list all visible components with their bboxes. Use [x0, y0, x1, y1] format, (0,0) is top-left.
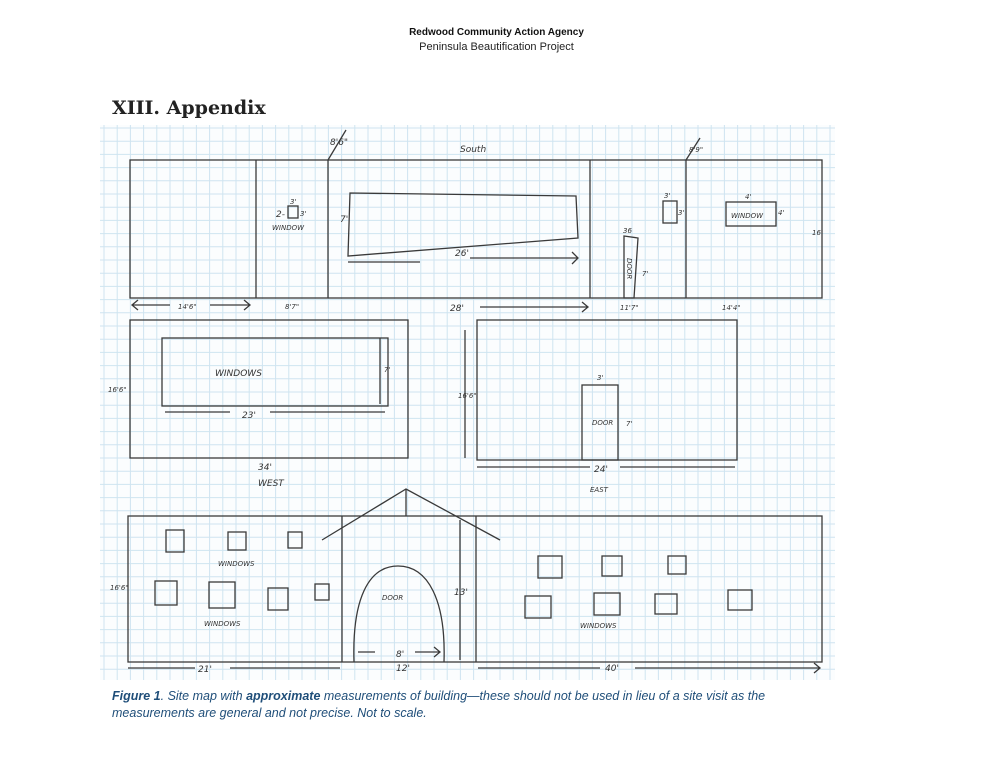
label-window-4h: 4': [778, 209, 784, 217]
north-windows: [154, 529, 753, 619]
label-west-height: 16'6": [108, 386, 127, 394]
label-east-door-w: 3': [597, 374, 603, 382]
label-west-windows: WINDOWS: [215, 369, 262, 379]
header-project: Peninsula Beautification Project: [419, 41, 574, 53]
label-window-h: 3': [300, 210, 306, 218]
north-elevation: 16'6" WINDOWS WINDOWS DOOR 8' 13' WINDOW…: [110, 488, 823, 675]
label-west-window-w: 23': [242, 411, 256, 421]
label-long-window-h: 7': [340, 215, 348, 225]
west-elevation: 16'6" WINDOWS 23' 7' 34' WEST: [108, 319, 409, 489]
label-window-3w: 3': [664, 192, 670, 200]
label-dim-21: 21': [198, 665, 212, 675]
label-north-windows-bottom: WINDOWS: [204, 620, 241, 628]
label-window-3h: 3': [678, 209, 684, 217]
label-west: WEST: [258, 479, 285, 489]
label-west-length: 34': [258, 463, 272, 473]
label-east-height: 16'6": [458, 392, 477, 400]
label-dim-3: 28': [450, 304, 464, 314]
label-south: South: [460, 145, 486, 155]
label-angle-left: 8'6": [330, 138, 348, 148]
label-dim-2: 8'7": [285, 303, 299, 311]
label-north-height: 16'6": [110, 584, 129, 592]
south-elevation: South 8'6" 8'9" 2- 3' 3' WINDOW 7' 26' 3…: [129, 129, 823, 314]
label-north-windows-right: WINDOWS: [580, 622, 617, 630]
caption-text-pre: . Site map with: [160, 689, 247, 703]
east-elevation: 16'6" 3' DOOR 7' 24' EAST: [458, 319, 738, 494]
label-east-door: DOOR: [592, 419, 613, 427]
label-window-right: WINDOW: [731, 212, 764, 220]
label-north-windows-top: WINDOWS: [218, 560, 255, 568]
label-south-height: 16': [812, 229, 823, 237]
label-dim-5: 14'4": [722, 304, 741, 312]
label-north-door-w: 8': [396, 650, 404, 660]
caption-label: Figure 1: [112, 689, 161, 703]
graph-grid: [100, 125, 835, 680]
header-organization: Redwood Community Action Agency: [409, 27, 584, 38]
label-window: WINDOW: [272, 224, 305, 232]
label-window-w: 3': [290, 198, 296, 206]
label-dim-40: 40': [605, 664, 619, 674]
label-east: EAST: [590, 486, 609, 494]
label-north-door-h: 13': [454, 588, 468, 598]
label-door-height: 7': [642, 270, 648, 278]
label-east-length: 24': [594, 465, 608, 475]
label-dim-12: 12': [396, 664, 410, 674]
section-title: XIII. Appendix: [112, 97, 266, 119]
label-dim-1: 14'6": [178, 303, 197, 311]
label-door: DOOR: [625, 258, 633, 279]
caption-text-post: measurements of building—these should no…: [112, 689, 766, 720]
caption-bold: approximate: [246, 689, 321, 703]
label-window-count: 2-: [276, 210, 285, 220]
label-east-door-h: 7': [626, 420, 632, 428]
figure-caption: Figure 1. Site map with approximate meas…: [112, 688, 812, 722]
label-long-window-w: 26': [455, 249, 469, 259]
label-door-width: 36: [623, 227, 632, 235]
label-west-window-h: 7': [384, 366, 390, 374]
label-north-door: DOOR: [382, 594, 403, 602]
label-angle-right: 8'9": [689, 146, 703, 154]
label-window-4w: 4': [745, 193, 751, 201]
label-dim-4: 11'7": [620, 304, 639, 312]
